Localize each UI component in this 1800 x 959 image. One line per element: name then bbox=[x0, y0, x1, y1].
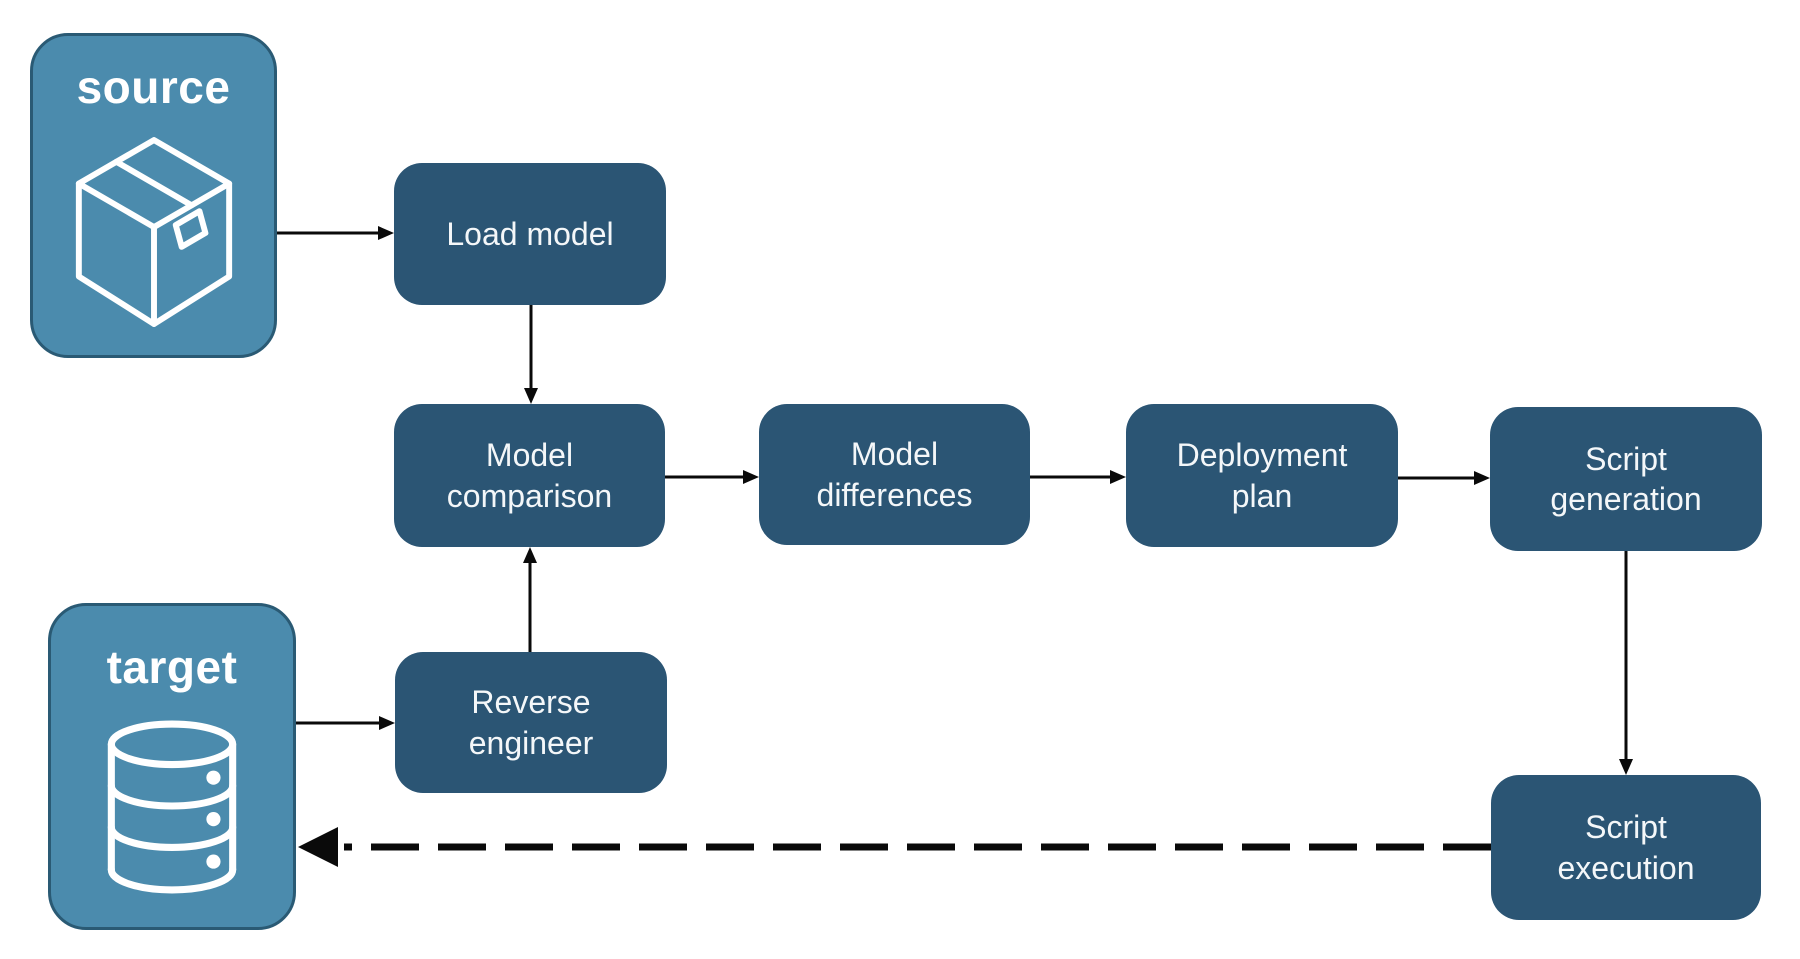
target-label: target bbox=[106, 641, 238, 693]
arrow-target-to-reverse-engineer bbox=[296, 716, 395, 730]
arrow-deployment-plan-to-script-generation bbox=[1398, 471, 1490, 485]
node-script-generation-label: Script generation bbox=[1550, 440, 1702, 517]
node-script-generation: Script generation bbox=[1490, 407, 1762, 551]
node-model-comparison: Model comparison bbox=[394, 404, 665, 547]
target-container: target bbox=[48, 603, 296, 930]
arrow-script-generation-to-script-execution bbox=[1619, 551, 1633, 775]
arrow-source-to-load-model bbox=[277, 226, 394, 240]
node-script-execution: Script execution bbox=[1491, 775, 1761, 920]
node-model-differences: Model differences bbox=[759, 404, 1030, 545]
source-label: source bbox=[76, 61, 231, 113]
arrow-model-comparison-to-model-differences bbox=[665, 470, 759, 484]
node-load-model: Load model bbox=[394, 163, 666, 305]
package-icon bbox=[75, 137, 232, 327]
node-reverse-engineer: Reverse engineer bbox=[395, 652, 667, 793]
node-reverse-engineer-label: Reverse engineer bbox=[468, 684, 594, 761]
source-container: source bbox=[30, 33, 277, 358]
node-model-comparison-label: Model comparison bbox=[446, 437, 613, 514]
arrow-load-model-to-model-comparison bbox=[524, 305, 538, 404]
node-load-model-label: Load model bbox=[446, 215, 614, 252]
arrow-reverse-engineer-to-model-comparison bbox=[523, 547, 537, 652]
arrow-model-differences-to-deployment-plan bbox=[1030, 470, 1126, 484]
database-icon bbox=[107, 720, 237, 894]
node-deployment-plan: Deployment plan bbox=[1126, 404, 1398, 547]
node-deployment-plan-label: Deployment plan bbox=[1176, 437, 1348, 514]
node-model-differences-label: Model differences bbox=[816, 436, 973, 513]
arrow-script-execution-to-target-dashed bbox=[298, 827, 1491, 867]
node-script-execution-label: Script execution bbox=[1557, 809, 1695, 886]
